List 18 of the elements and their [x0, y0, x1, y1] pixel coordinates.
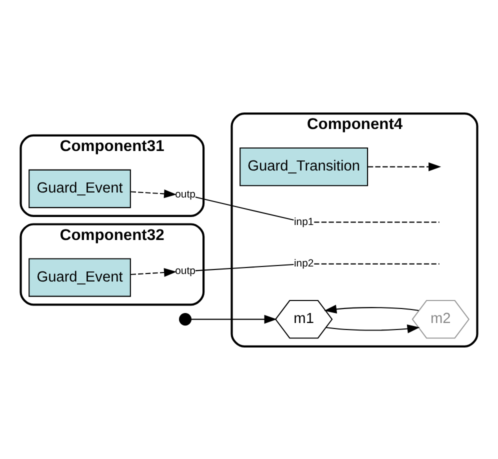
node-text: outp [175, 189, 196, 200]
connector [195, 264, 294, 271]
arrow [324, 304, 419, 314]
node-circle [179, 312, 192, 326]
node-box: Guard_Event [28, 258, 131, 296]
node-box: Guard_Transition [240, 146, 368, 186]
arrow [191, 314, 277, 324]
node-text: inp1 [294, 216, 314, 228]
node-text: outp [175, 265, 196, 276]
connector [195, 196, 294, 220]
arrow [368, 162, 442, 171]
node-box: Guard_Event [28, 168, 131, 208]
connector [314, 262, 440, 264]
node-text: inp2 [294, 258, 314, 270]
connector [314, 221, 440, 222]
arrow [130, 268, 177, 276]
arrow [130, 188, 177, 198]
arrow [326, 324, 420, 333]
